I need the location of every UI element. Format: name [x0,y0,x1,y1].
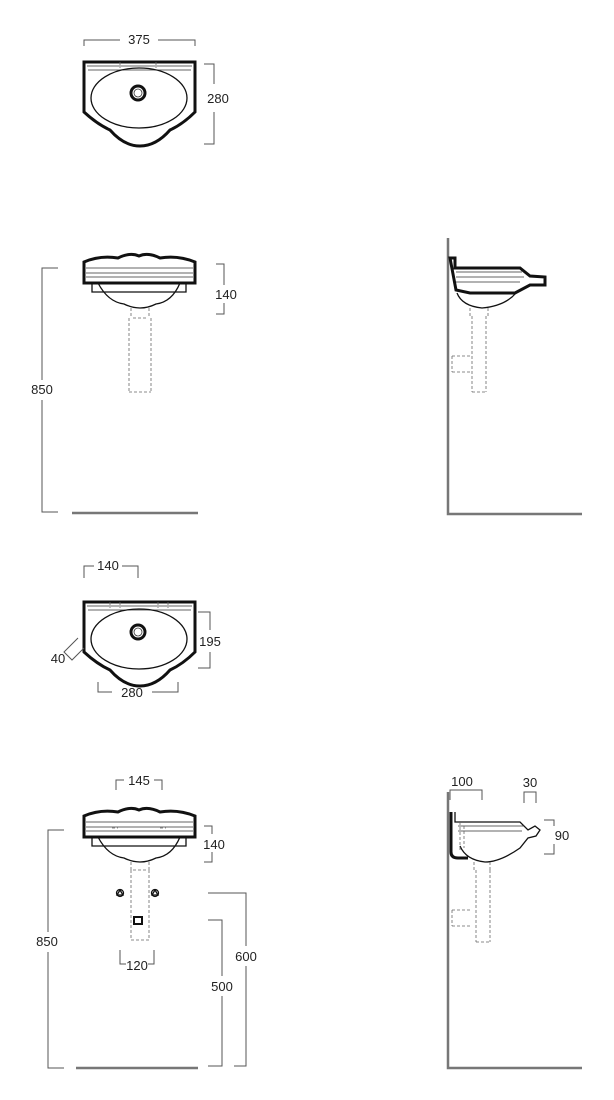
supply-height-label: 600 [235,949,257,964]
bottom-label: 280 [121,685,143,700]
projection-label: 100 [451,774,473,789]
top-view-1-dimensions: 375 280 [83,32,229,145]
rim-height-label-2: 850 [36,934,58,949]
front-view-1-dimensions: 140 850 [31,263,237,515]
side-view-2 [446,792,582,1070]
width-label: 375 [128,32,150,47]
rim-height-label: 850 [31,382,53,397]
side-label: 195 [199,634,221,649]
top-view-2 [82,600,197,688]
side-view-1 [446,238,582,516]
lip-height-label: 90 [555,828,569,843]
top-view-1 [82,60,197,148]
angle-label: 40 [51,651,65,666]
front-view-1 [82,252,197,393]
basin-height-label-2: 140 [203,837,225,852]
waste-spacing-label: 120 [126,958,148,973]
basin-height-label: 140 [215,287,237,302]
tap-spacing-label: 145 [128,773,150,788]
lip-label: 30 [523,775,537,790]
front-view-2 [82,806,197,941]
top-view-2-dimensions: 140 195 40 280 [51,558,221,700]
depth-label: 280 [207,91,229,106]
side-view-2-dimensions: 100 30 90 [449,774,569,855]
front-view-2-dimensions: 145 140 850 120 500 600 [36,773,257,1070]
tap-offset-label: 140 [97,558,119,573]
waste-height-label: 500 [211,979,233,994]
